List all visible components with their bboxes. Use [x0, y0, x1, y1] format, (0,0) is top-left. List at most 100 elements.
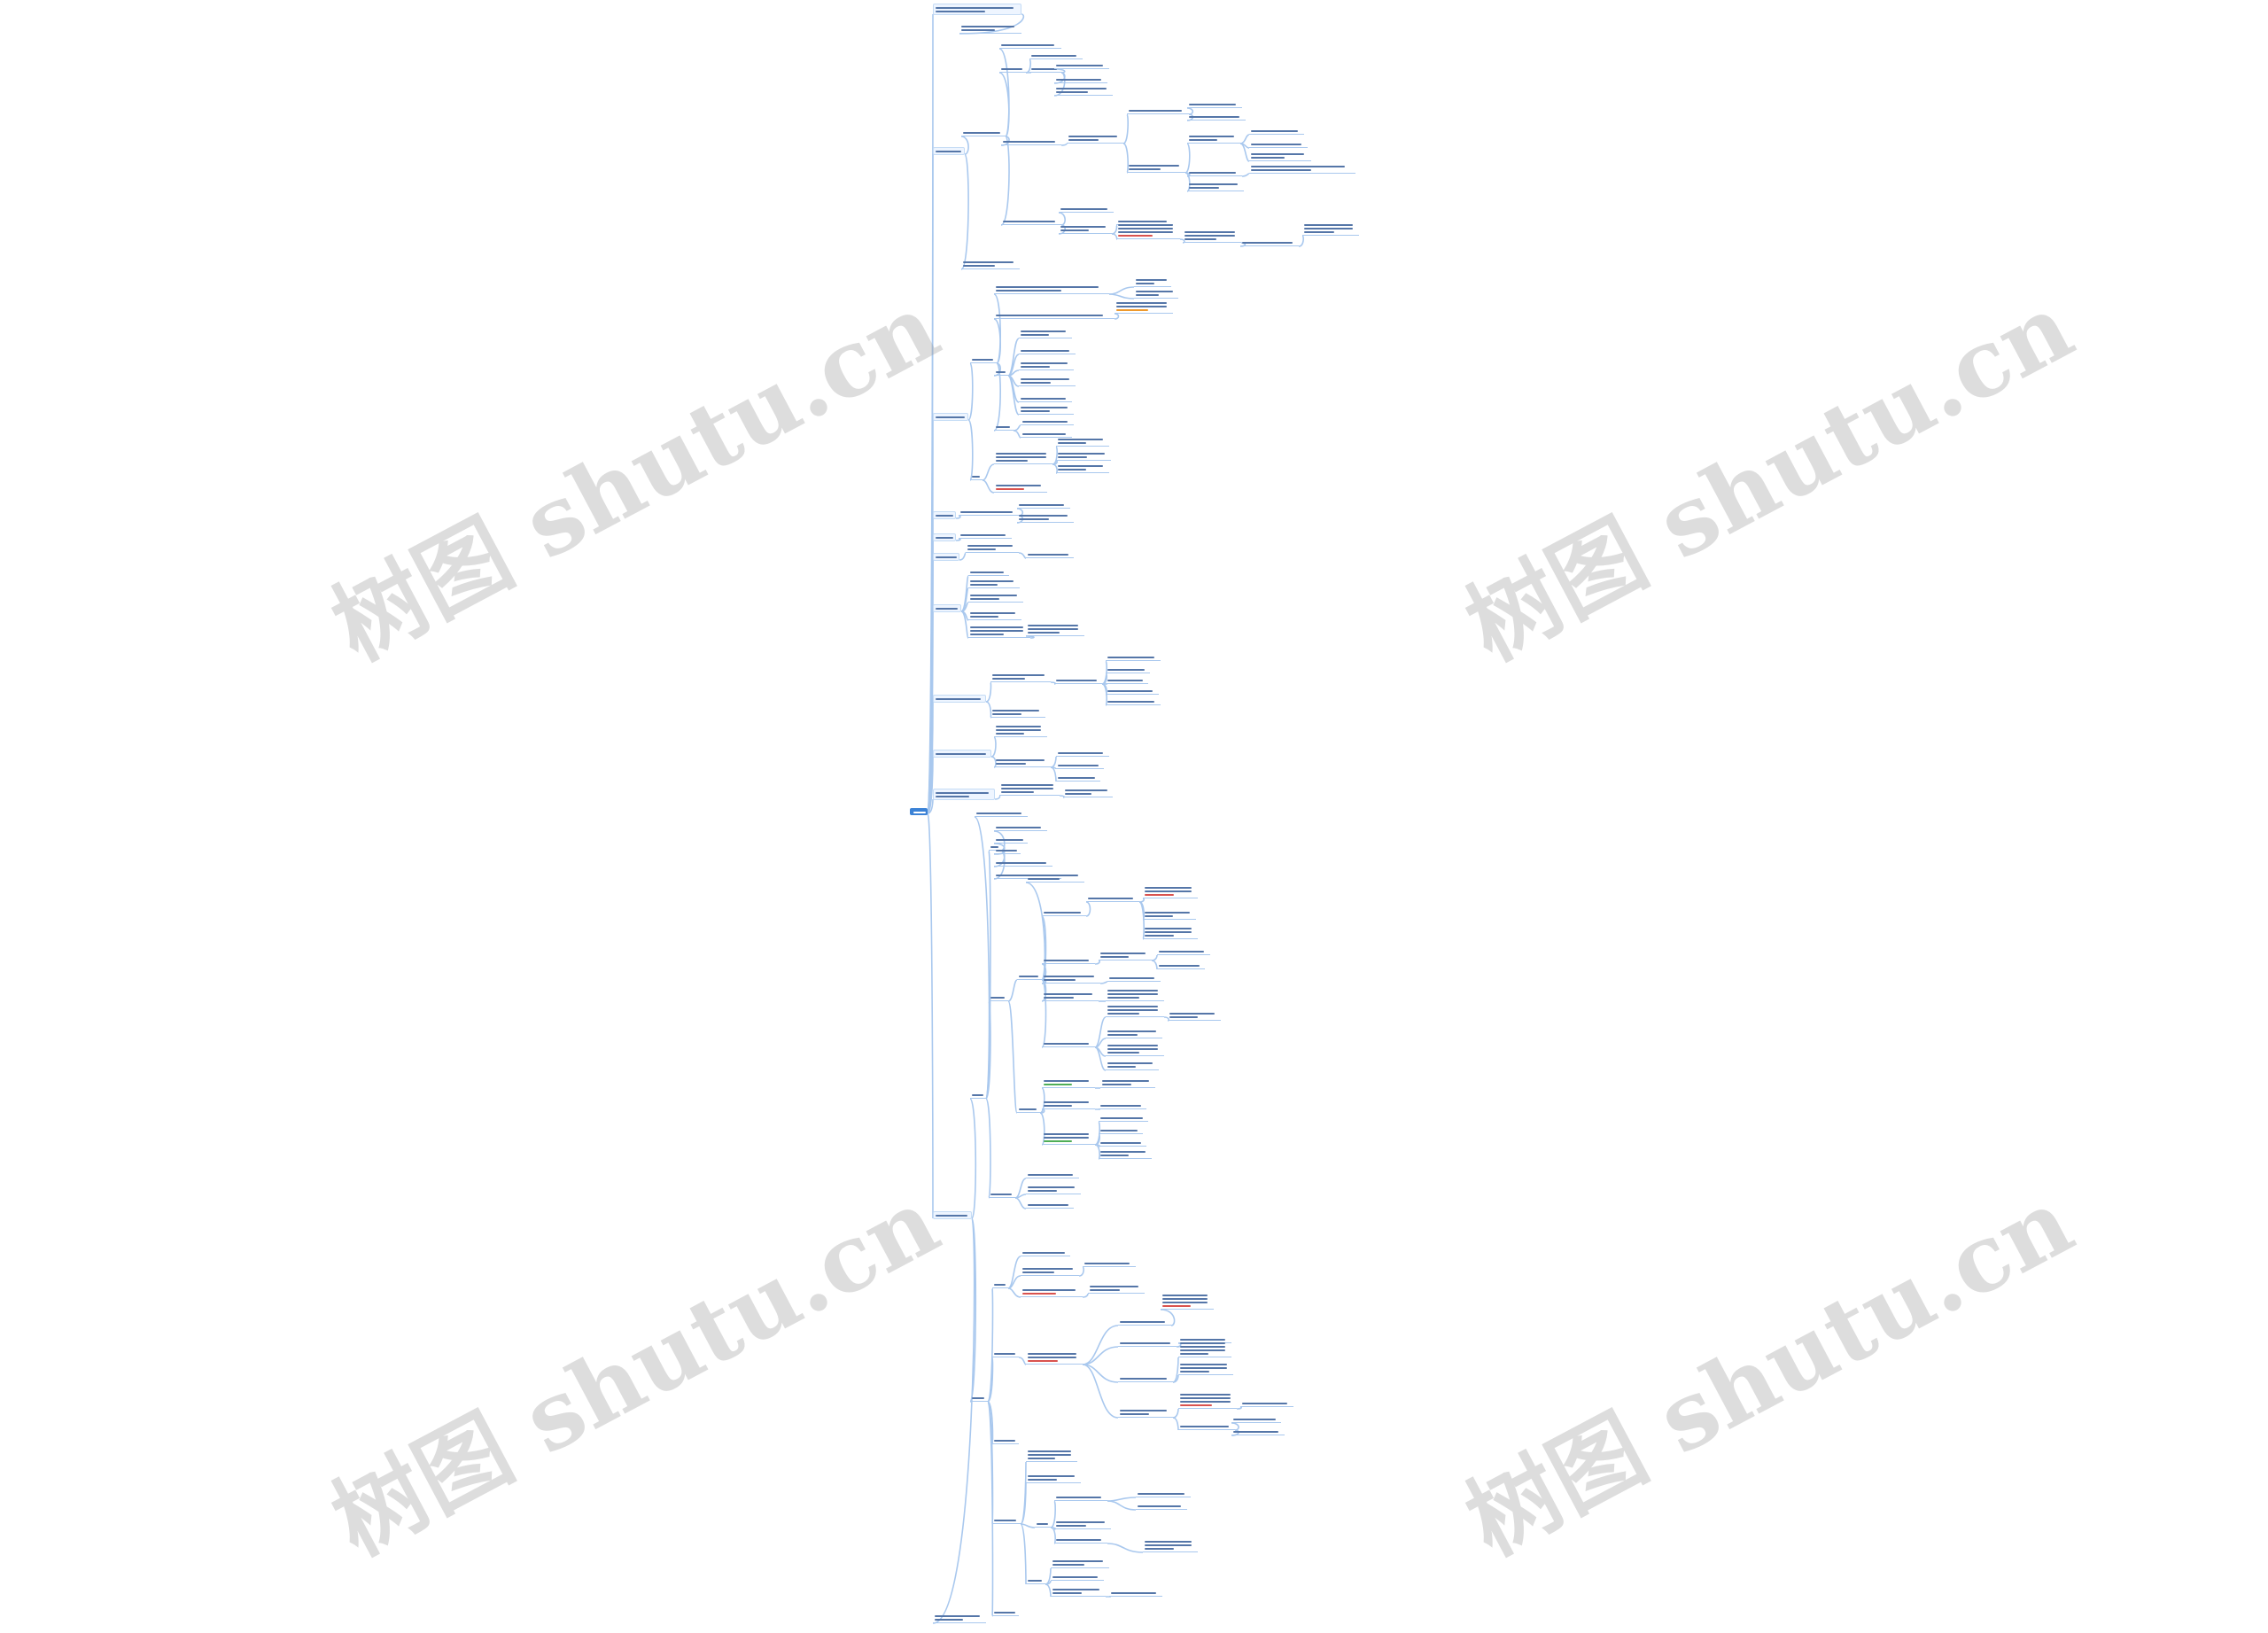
mindmap-branch-node[interactable] — [933, 604, 961, 612]
mindmap-node[interactable] — [1021, 418, 1074, 425]
mindmap-node[interactable] — [1019, 376, 1076, 386]
mindmap-node[interactable] — [1099, 1115, 1148, 1122]
mindmap-root-node[interactable] — [910, 808, 928, 815]
mindmap-node[interactable] — [1143, 909, 1196, 920]
mindmap-node[interactable] — [1136, 1490, 1191, 1497]
mindmap-node[interactable] — [1021, 1249, 1070, 1256]
mindmap-node[interactable] — [994, 369, 1008, 376]
mindmap-node[interactable] — [994, 723, 1047, 737]
mindmap-node[interactable] — [1056, 436, 1109, 447]
mindmap-node[interactable] — [1001, 138, 1061, 145]
mindmap-node[interactable] — [1183, 229, 1241, 243]
mindmap-node[interactable] — [992, 1609, 1019, 1616]
mindmap-node[interactable] — [1106, 1003, 1164, 1017]
mindmap-node[interactable] — [1168, 1010, 1221, 1021]
mindmap-node[interactable] — [1051, 1558, 1109, 1568]
mindmap-node[interactable] — [1054, 1519, 1111, 1529]
mindmap-node[interactable] — [1026, 622, 1084, 636]
mindmap-node[interactable] — [1035, 1520, 1051, 1528]
mindmap-node[interactable] — [1178, 1391, 1237, 1409]
mindmap-node[interactable] — [1042, 973, 1100, 984]
mindmap-node[interactable] — [970, 1092, 986, 1099]
mindmap-node[interactable] — [1249, 141, 1308, 148]
mindmap-node[interactable] — [1056, 463, 1109, 473]
mindmap-node[interactable] — [1106, 1028, 1162, 1038]
mindmap-node[interactable] — [994, 824, 1047, 831]
mindmap-node[interactable] — [1019, 360, 1074, 370]
mindmap-node[interactable] — [1029, 52, 1083, 59]
mindmap-node[interactable] — [1019, 395, 1072, 402]
mindmap-node[interactable] — [1106, 1060, 1159, 1070]
mindmap-node[interactable] — [1109, 1590, 1162, 1597]
mindmap-node[interactable] — [1056, 450, 1111, 461]
mindmap-node[interactable] — [989, 1191, 1015, 1198]
mindmap-node[interactable] — [933, 1613, 986, 1623]
mindmap-branch-node[interactable] — [933, 511, 956, 519]
mindmap-node[interactable] — [1157, 948, 1210, 955]
mindmap-node[interactable] — [1056, 762, 1104, 769]
mindmap-node[interactable] — [1026, 551, 1074, 558]
mindmap-node[interactable] — [999, 42, 1061, 49]
mindmap-node[interactable] — [961, 259, 1020, 269]
mindmap-node[interactable] — [959, 532, 1012, 539]
mindmap-node[interactable] — [1019, 347, 1076, 354]
mindmap-node[interactable] — [1118, 1375, 1173, 1382]
mindmap-node[interactable] — [1100, 1077, 1155, 1088]
mindmap-node[interactable] — [1042, 1040, 1095, 1047]
mindmap-node[interactable] — [1106, 1042, 1164, 1056]
mindmap-node[interactable] — [1051, 1586, 1106, 1597]
mindmap-node[interactable] — [1187, 133, 1240, 144]
mindmap-branch-node[interactable] — [933, 1211, 972, 1219]
mindmap-node[interactable] — [1042, 1131, 1095, 1145]
mindmap-node[interactable] — [994, 836, 1028, 844]
mindmap-node[interactable] — [1099, 950, 1152, 960]
mindmap-node[interactable] — [994, 847, 1021, 854]
mindmap-node[interactable] — [1099, 1102, 1146, 1109]
mindmap-node[interactable] — [1143, 884, 1198, 898]
mindmap-node[interactable] — [1042, 991, 1099, 1001]
mindmap-node[interactable] — [999, 66, 1026, 73]
mindmap-branch-node[interactable] — [933, 533, 956, 541]
mindmap-node[interactable] — [1054, 85, 1113, 96]
mindmap-node[interactable] — [1134, 276, 1171, 287]
mindmap-node[interactable] — [1019, 328, 1072, 338]
mindmap-node[interactable] — [1026, 1350, 1083, 1365]
mindmap-node[interactable] — [1099, 1127, 1143, 1134]
mindmap-node[interactable] — [1231, 1428, 1285, 1435]
mindmap-node[interactable] — [1054, 76, 1107, 83]
mindmap-node[interactable] — [1187, 113, 1246, 121]
mindmap-node[interactable] — [1106, 666, 1150, 673]
mindmap-node[interactable] — [1107, 975, 1161, 982]
mindmap-node[interactable] — [968, 578, 1020, 588]
mindmap-node[interactable] — [1134, 288, 1178, 299]
mindmap-node[interactable] — [968, 610, 1021, 620]
mindmap-node[interactable] — [1056, 750, 1109, 757]
mindmap-node[interactable] — [1127, 162, 1185, 173]
mindmap-node[interactable] — [1157, 962, 1205, 969]
mindmap-node[interactable] — [1054, 62, 1109, 69]
mindmap-node[interactable] — [992, 1517, 1021, 1524]
mindmap-node[interactable] — [959, 509, 1019, 516]
mindmap-node[interactable] — [1021, 431, 1072, 438]
mindmap-node[interactable] — [1143, 925, 1198, 939]
mindmap-node[interactable] — [1099, 1139, 1146, 1147]
mindmap-node[interactable] — [990, 672, 1051, 682]
mindmap-branch-node[interactable] — [933, 147, 965, 155]
mindmap-node[interactable] — [994, 424, 1014, 431]
mindmap-node[interactable] — [1026, 1171, 1079, 1178]
mindmap-node[interactable] — [1178, 1361, 1233, 1375]
mindmap-node[interactable] — [1026, 1184, 1081, 1194]
mindmap-node[interactable] — [1026, 872, 1084, 883]
mindmap-node[interactable] — [1187, 169, 1242, 176]
mindmap-node[interactable] — [1042, 1099, 1095, 1109]
mindmap-node[interactable] — [999, 782, 1060, 796]
mindmap-node[interactable] — [1083, 1260, 1136, 1267]
mindmap-node[interactable] — [989, 994, 1008, 1001]
mindmap-node[interactable] — [1054, 1494, 1107, 1501]
mindmap-node[interactable] — [1178, 1423, 1235, 1430]
mindmap-node[interactable] — [1118, 1407, 1173, 1418]
mindmap-node[interactable] — [1056, 774, 1100, 782]
mindmap-node[interactable] — [1118, 1340, 1177, 1347]
mindmap-node[interactable] — [1059, 223, 1112, 234]
